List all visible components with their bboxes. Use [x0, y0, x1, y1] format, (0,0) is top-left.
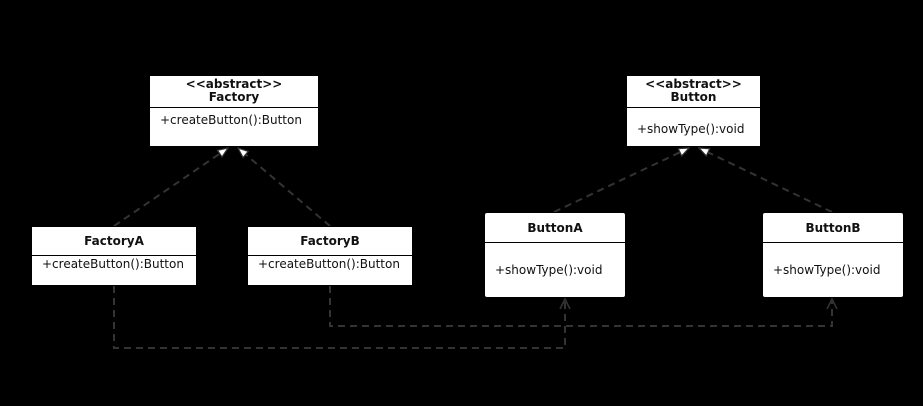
method-show-type: +showType():void — [637, 122, 745, 136]
stereotype-label: <<abstract>> — [645, 77, 742, 91]
realization-factoryb-factory — [238, 148, 331, 227]
class-name-button-a: ButtonA — [485, 213, 625, 243]
class-box-button[interactable]: <<abstract>> Button +showType():void — [626, 75, 761, 147]
class-box-factory-a[interactable]: FactoryA +createButton():Button — [31, 226, 197, 286]
class-box-button-a[interactable]: ButtonA +showType():void — [484, 212, 626, 298]
stereotype-label: <<abstract>> — [185, 77, 283, 91]
method-show-type: +showType():void — [495, 263, 603, 277]
method-create-button: +createButton():Button — [160, 113, 302, 127]
realization-buttona-button — [553, 147, 689, 213]
class-name-factory: Factory — [208, 90, 260, 104]
class-name-factory-a: FactoryA — [32, 227, 196, 256]
class-box-button-b[interactable]: ButtonB +showType():void — [762, 212, 904, 298]
class-box-factory[interactable]: <<abstract>> Factory +createButton():But… — [149, 75, 319, 147]
dependency-factorya-buttona — [113, 286, 565, 349]
class-header-button: <<abstract>> Button — [627, 76, 760, 108]
method-create-button: +createButton():Button — [258, 257, 400, 271]
method-create-button: +createButton():Button — [42, 257, 184, 271]
class-header-factory: <<abstract>> Factory — [150, 76, 318, 108]
class-name-button-b: ButtonB — [763, 213, 903, 243]
class-name-factory-b: FactoryB — [248, 227, 412, 256]
class-box-factory-b[interactable]: FactoryB +createButton():Button — [247, 226, 413, 286]
method-show-type: +showType():void — [773, 263, 881, 277]
dependency-factoryb-buttonb — [329, 286, 832, 327]
realization-buttonb-button — [699, 147, 833, 213]
class-name-button: Button — [670, 90, 717, 104]
realization-factorya-factory — [113, 148, 228, 227]
